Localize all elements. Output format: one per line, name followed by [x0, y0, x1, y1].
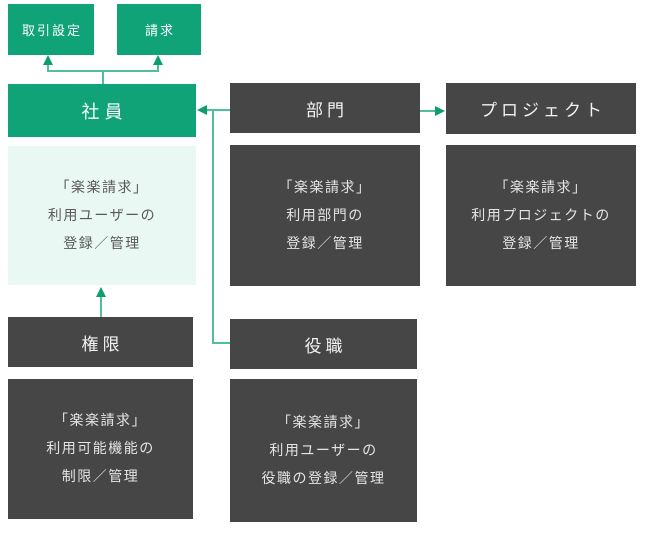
desc-department-line2: 利用部門の	[286, 207, 364, 224]
desc-position-line3: 役職の登録／管理	[261, 470, 386, 487]
desc-employee-line2: 利用ユーザーの	[47, 207, 157, 224]
desc-project-line2: 利用プロジェクトの	[471, 207, 611, 224]
node-position: 役職	[230, 319, 417, 369]
line-position-to-employee	[212, 110, 230, 344]
desc-project-line3: 登録／管理	[502, 235, 580, 252]
desc-permission: 「楽楽請求」 利用可能機能の 制限／管理	[8, 379, 193, 519]
node-department: 部門	[230, 83, 420, 133]
node-transaction-settings-label: 取引設定	[21, 24, 82, 39]
arrow-employee-to-transaction-settings	[43, 55, 104, 84]
desc-employee-line3: 登録／管理	[63, 235, 141, 252]
node-department-label: 部門	[306, 100, 348, 121]
desc-department-line1: 「楽楽請求」	[278, 179, 372, 196]
desc-employee-line1: 「楽楽請求」	[55, 179, 149, 196]
node-permission-label: 権限	[81, 334, 124, 355]
desc-employee: 「楽楽請求」 利用ユーザーの 登録／管理	[8, 146, 196, 285]
node-employee: 社員	[8, 84, 196, 137]
node-project-label: プロジェクト	[480, 101, 606, 121]
arrow-department-to-employee	[197, 105, 230, 115]
desc-position: 「楽楽請求」 利用ユーザーの 役職の登録／管理	[230, 379, 417, 522]
arrow-permission-to-employee-desc	[96, 287, 106, 317]
desc-position-line1: 「楽楽請求」	[277, 414, 370, 431]
desc-department: 「楽楽請求」 利用部門の 登録／管理	[230, 145, 420, 286]
node-position-label: 役職	[304, 336, 347, 357]
node-transaction-settings: 取引設定	[8, 4, 94, 55]
desc-permission-line3: 制限／管理	[61, 469, 140, 485]
node-billing-label: 請求	[144, 24, 175, 39]
arrow-department-to-project	[420, 106, 445, 116]
node-permission: 権限	[8, 317, 193, 367]
node-employee-label: 社員	[81, 101, 128, 123]
desc-department-line3: 登録／管理	[286, 235, 364, 252]
desc-position-line2: 利用ユーザーの	[269, 442, 378, 459]
desc-project-line1: 「楽楽請求」	[494, 179, 588, 196]
node-project: プロジェクト	[446, 83, 636, 134]
desc-permission-line2: 利用可能機能の	[46, 441, 155, 457]
desc-permission-line1: 「楽楽請求」	[54, 413, 147, 429]
arrow-employee-to-billing	[103, 55, 163, 72]
desc-project: 「楽楽請求」 利用プロジェクトの 登録／管理	[446, 145, 636, 286]
node-billing: 請求	[117, 4, 201, 55]
